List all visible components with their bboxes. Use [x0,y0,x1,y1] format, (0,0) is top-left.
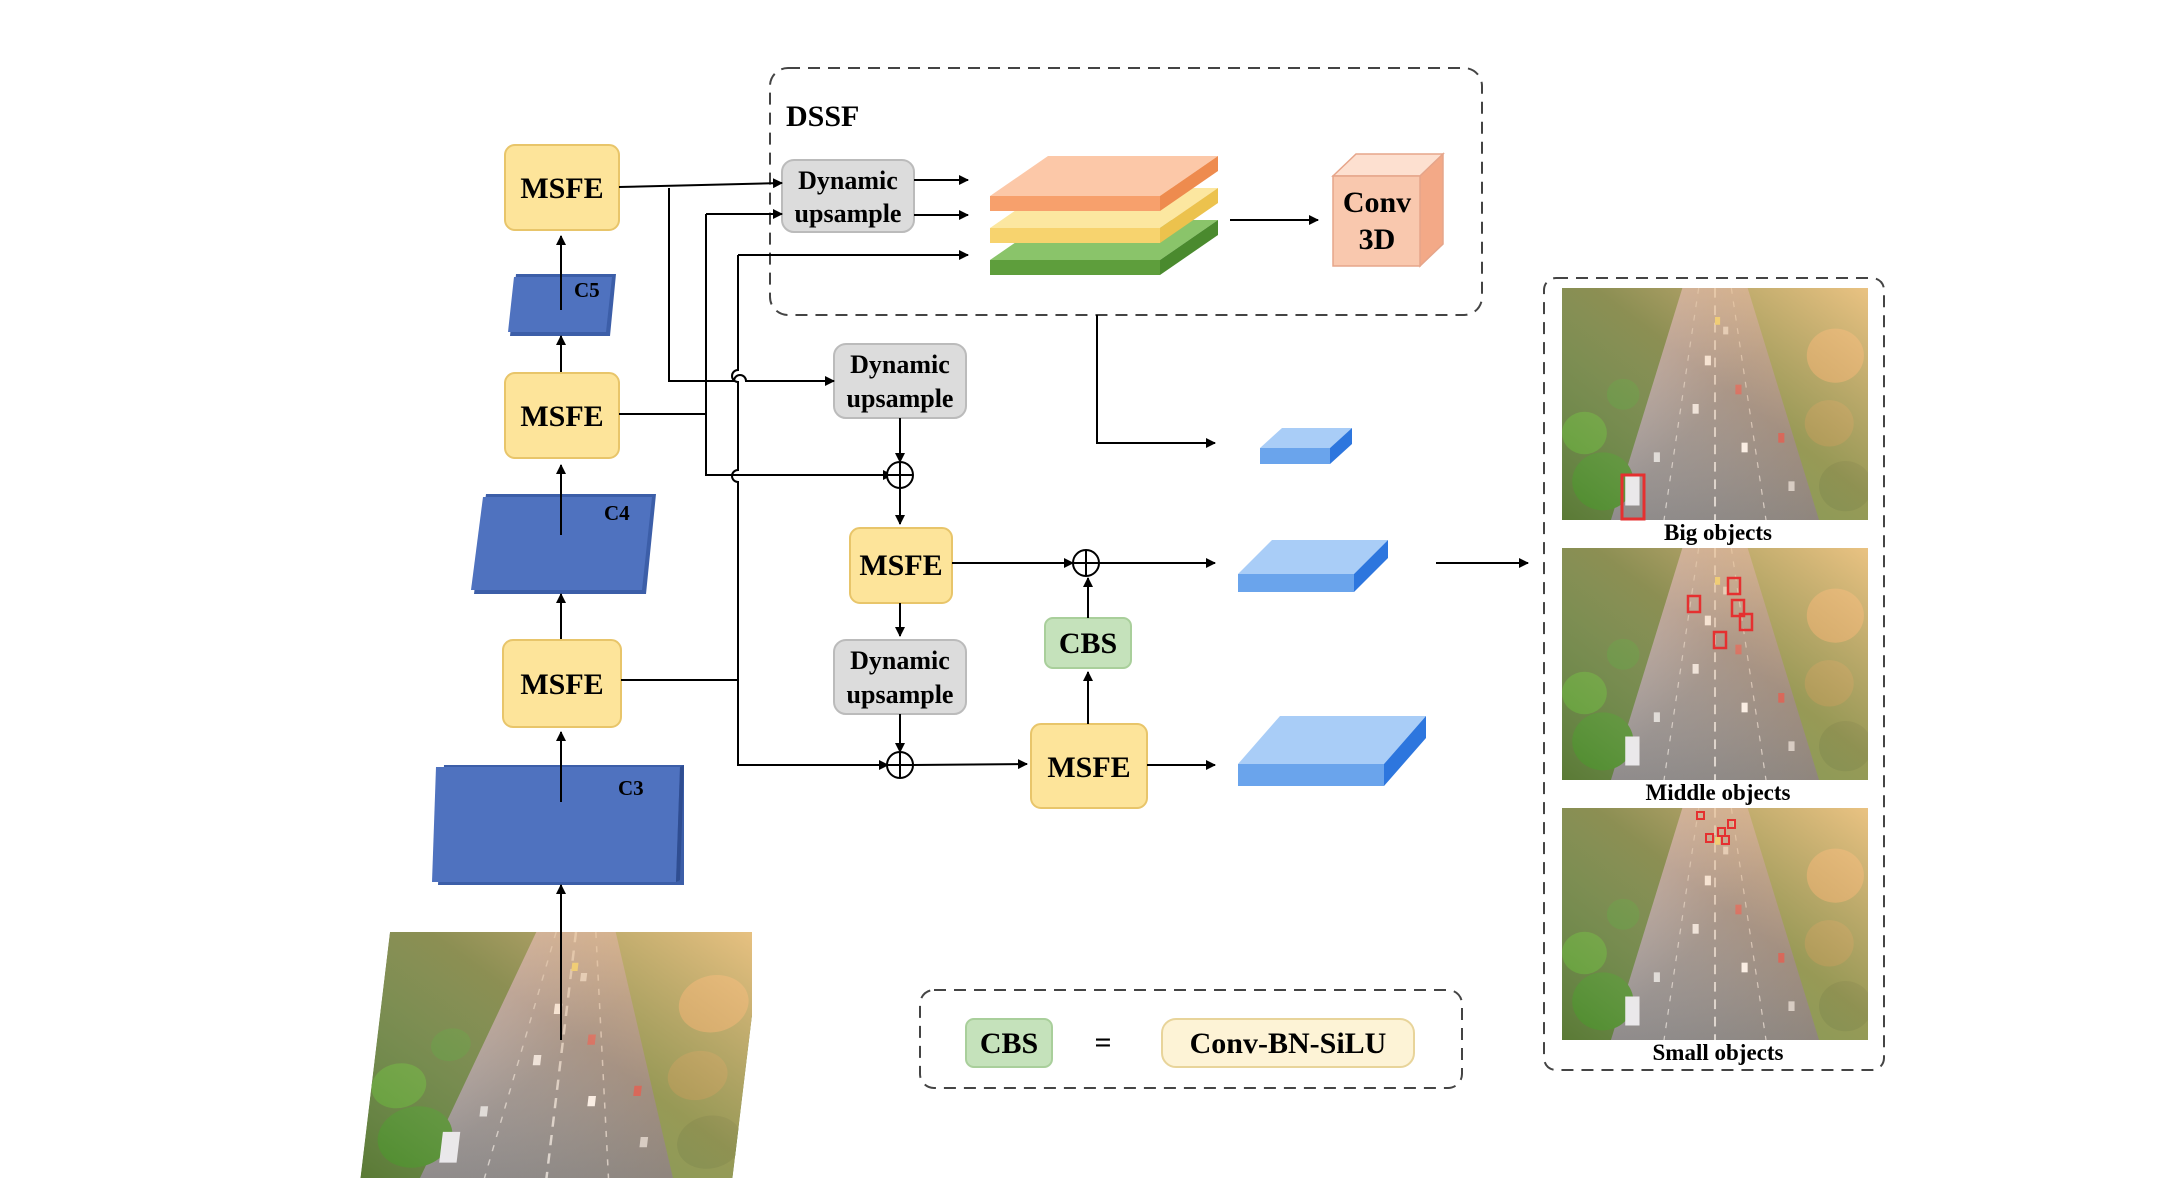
stacked-feature-layers [990,156,1218,275]
dssf-container [769,67,1483,316]
svg-text:upsample: upsample [847,680,954,709]
legend-cbs: CBS [980,1027,1038,1060]
c5-label: C5 [574,278,600,302]
output-map-medium [1238,540,1388,592]
svg-text:Dynamic: Dynamic [850,646,950,675]
legend-equals: = [1094,1026,1111,1059]
connection-lines [618,175,1529,770]
svg-text:Dynamic: Dynamic [798,166,898,195]
svg-text:MSFE: MSFE [859,549,942,582]
sum-node-mid [1072,549,1100,577]
c4-feature-map [471,494,656,594]
c4-label: C4 [604,501,630,525]
cbs-block: CBS [1044,617,1132,669]
small-objects-label: Small objects [1653,1040,1784,1065]
output-map-large [1238,716,1426,786]
svg-text:MSFE: MSFE [520,400,603,433]
svg-text:upsample: upsample [847,384,954,413]
c3-feature-map [432,765,684,885]
dynamic-upsample-upper: Dynamic upsample [833,343,967,419]
sum-node-lower [886,751,914,779]
dynamic-upsample-lower: Dynamic upsample [833,639,967,715]
output-map-small [1260,428,1352,464]
legend-conv-bn-silu: Conv-BN-SiLU [1190,1027,1387,1060]
middle-objects-label: Middle objects [1645,780,1790,805]
small-objects-image [1562,808,1868,1040]
svg-text:upsample: upsample [795,199,902,228]
sum-node-upper [886,461,914,489]
svg-text:MSFE: MSFE [520,172,603,205]
svg-text:Conv: Conv [1343,186,1411,219]
svg-text:Dynamic: Dynamic [850,350,950,379]
msfe-block-top: MSFE [504,144,620,231]
big-objects-image [1562,288,1868,521]
svg-text:MSFE: MSFE [1047,751,1130,784]
svg-text:CBS: CBS [1059,627,1117,660]
conv3d-block: Conv 3D [1331,152,1445,268]
results-panel: Big objects Middle objects Small objects [1543,277,1885,1071]
msfe-block-middle: MSFE [504,372,620,459]
dynamic-upsample-dssf: Dynamic upsample [781,159,915,233]
svg-text:3D: 3D [1359,223,1396,256]
msfe-block-neck-bottom: MSFE [1030,723,1148,809]
input-image [360,932,752,1178]
msfe-block-bottom: MSFE [502,639,622,728]
svg-text:MSFE: MSFE [520,668,603,701]
msfe-block-neck-mid: MSFE [849,527,953,604]
c3-label: C3 [618,776,644,800]
big-objects-label: Big objects [1664,520,1772,545]
legend: CBS = Conv-BN-SiLU [919,989,1463,1089]
middle-objects-image [1562,548,1868,780]
dssf-title: DSSF [786,100,859,133]
